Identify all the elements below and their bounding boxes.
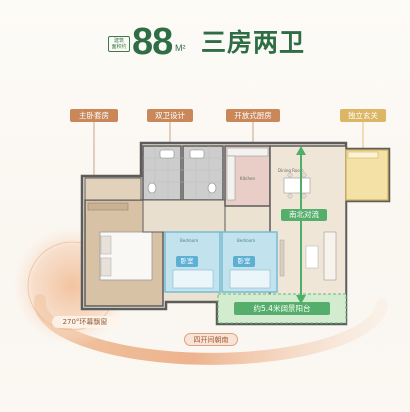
bedroom-2-bed	[229, 269, 271, 289]
coffee-table	[305, 245, 319, 269]
bedroom-1-label: Bedroom	[180, 238, 198, 243]
master-bed-pillow	[100, 257, 112, 277]
tag-north-south-ventilation: 南北对流	[281, 209, 327, 221]
tag-balcony: 约5.4米阔景阳台	[234, 302, 330, 315]
bedroom-2-label: Bedroom	[237, 238, 255, 243]
dining-label: Dining Room	[278, 168, 304, 173]
area-label: 建筑 面积约	[108, 36, 130, 52]
dining-table	[283, 177, 311, 194]
area-value: 88	[132, 21, 173, 63]
kitchen-counter-side	[226, 155, 236, 201]
area-unit: M²	[175, 43, 186, 53]
basin-2	[189, 149, 205, 159]
area-label-line2: 面积约	[111, 44, 127, 50]
toilet-2	[207, 182, 217, 194]
area-label-line1: 建筑	[113, 38, 124, 44]
ventilation-arrow	[296, 146, 306, 304]
corridor-floor	[142, 199, 226, 233]
tag-open-kitchen: 开放式厨房	[226, 109, 280, 122]
tag-bedroom-2: 卧室	[233, 256, 255, 267]
tag-bay-window: 270°环幕飘窗	[52, 316, 118, 328]
tag-four-bays-south: 四开间朝南	[184, 333, 238, 346]
master-bed-pillow	[100, 235, 112, 255]
master-wardrobe	[87, 202, 129, 211]
arrow-up-icon	[296, 146, 306, 155]
basin-1	[159, 149, 175, 159]
arrow-down-icon	[296, 295, 306, 304]
kitchen-label: Kitchen	[240, 176, 255, 181]
dining-chairs	[287, 172, 307, 199]
toilet-1	[147, 182, 157, 194]
sofa	[323, 231, 337, 281]
tag-independent-entrance: 独立玄关	[340, 109, 386, 122]
master-vestibule	[84, 177, 142, 201]
layout-title: 三房两卫	[201, 28, 306, 57]
kitchen-counter	[226, 147, 269, 157]
entrance-cabinet	[347, 151, 379, 159]
tag-bedroom-1: 卧室	[176, 256, 198, 267]
tag-double-bath: 双卫设计	[147, 109, 193, 122]
entrance-floor	[345, 149, 389, 201]
tv-cabinet	[279, 239, 285, 277]
tag-master-suite: 主卧套房	[70, 109, 118, 122]
bedroom-1-bed	[172, 269, 214, 289]
